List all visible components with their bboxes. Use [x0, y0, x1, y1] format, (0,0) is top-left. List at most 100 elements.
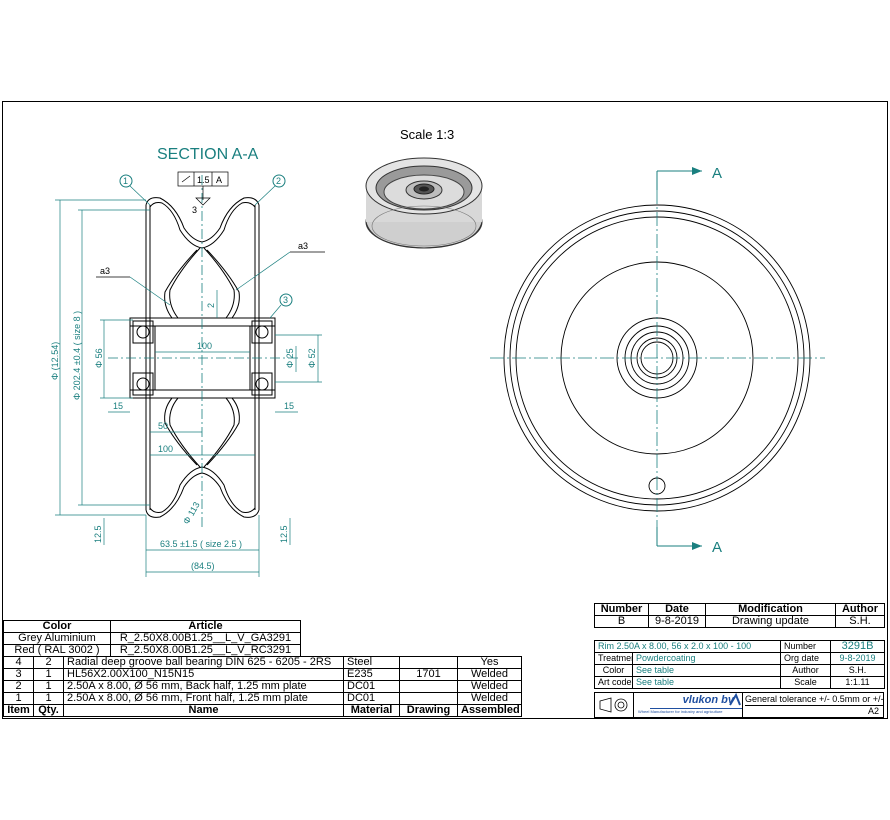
tb-color: See table: [632, 664, 781, 677]
balloon-3: 3: [283, 295, 288, 305]
tb-treatment-label: Treatment: [594, 652, 633, 665]
weld-label-3: 3: [192, 205, 197, 215]
article-cell: R_2.50X8.00B1.25__L_V_GA3291: [110, 632, 301, 645]
tb-number-label: Number: [780, 640, 831, 653]
tb-description: Rim 2.50A x 8.00, 56 x 2.0 x 100 - 100: [594, 640, 781, 653]
rev-header-number: Number: [594, 603, 649, 616]
bom-drawing: [399, 692, 458, 705]
table-row: Grey Aluminium R_2.50X8.00B1.25__L_V_GA3…: [3, 632, 301, 645]
color-table: Color Article Grey Aluminium R_2.50X8.00…: [3, 620, 301, 657]
tb-org-date-label: Org date: [780, 652, 831, 665]
table-row: 3 1 HL56X2.00X100_N15N15 E235 1701 Welde…: [3, 668, 522, 681]
bom-material: Steel: [343, 656, 400, 669]
tb-sheet-size: A2: [867, 706, 879, 716]
table-row: 1 1 2.50A x 8.00, Ø 56 mm, Front half, 1…: [3, 692, 522, 705]
dim-d6: Φ 52: [307, 348, 317, 368]
section-marker-bottom: A: [712, 539, 722, 556]
tb-author-label: Author: [780, 664, 831, 677]
dim-d2: Φ 202.4 ±0.4 ( size 8 ): [72, 311, 82, 400]
dim-d3: Φ 56: [94, 348, 104, 368]
front-centerlines: [490, 190, 825, 527]
bom-material: E235: [343, 668, 400, 681]
bom-header-row: Item Qty. Name Material Drawing Assemble…: [3, 704, 522, 717]
tolerance-value: 1.5: [197, 175, 210, 185]
rev-header-author: Author: [835, 603, 885, 616]
bom-header-item: Item: [3, 704, 34, 717]
bom-drawing: [399, 656, 458, 669]
bom-assembled: Yes: [457, 656, 522, 669]
tb-color-label: Color: [594, 664, 633, 677]
bom-header-name: Name: [63, 704, 344, 717]
dim-d7: 15: [113, 401, 123, 411]
bom-name: HL56X2.00X100_N15N15: [63, 668, 344, 681]
dim-d10: 100: [158, 444, 173, 454]
bom-drawing: 1701: [399, 668, 458, 681]
rev-header-modification: Modification: [705, 603, 836, 616]
section-marker-top: A: [712, 165, 722, 182]
bom-item: 1: [3, 692, 34, 705]
bom-drawing: [399, 680, 458, 693]
balloon-2: 2: [276, 176, 281, 186]
tolerance-frame: 1.5 A: [177, 171, 229, 206]
dim-d1: Φ (12.54): [50, 342, 60, 380]
bom-material: DC01: [343, 680, 400, 693]
rev-number: B: [594, 615, 649, 628]
rev-date: 9-8-2019: [648, 615, 706, 628]
bom-name: 2.50A x 8.00, Ø 56 mm, Front half, 1.25 …: [63, 692, 344, 705]
bom-qty: 1: [33, 692, 64, 705]
section-title: SECTION A-A: [157, 146, 259, 163]
tb-tolerance: General tolerance +/- 0.5mm or +/- 1°: [745, 694, 883, 706]
bom-name: Radial deep groove ball bearing DIN 625 …: [63, 656, 344, 669]
company-name: vlukon bv: [682, 694, 734, 706]
article-cell: R_2.50X8.00B1.25__L_V_RC3291: [110, 644, 301, 657]
section-view: [129, 197, 276, 518]
section-markers: A A: [656, 165, 722, 556]
weld-label-1: a3: [298, 241, 308, 251]
revision-table: Number Date Modification Author B 9-8-20…: [594, 603, 885, 628]
dim-d12: Φ 113: [181, 500, 202, 526]
company-tagline: Wheel Manufacturer for industry and agri…: [638, 709, 723, 714]
tb-art-code: See table: [632, 676, 781, 689]
article-header: Article: [110, 620, 301, 633]
rev-author: S.H.: [835, 615, 885, 628]
bom-name: 2.50A x 8.00, Ø 56 mm, Back half, 1.25 m…: [63, 680, 344, 693]
table-row: B 9-8-2019 Drawing update S.H.: [594, 615, 885, 628]
dim-d16: (84.5): [191, 561, 215, 571]
bom-material: DC01: [343, 692, 400, 705]
bom-table: 4 2 Radial deep groove ball bearing DIN …: [3, 656, 522, 717]
dim-d9: 50: [158, 421, 168, 431]
weld-label-2: a3: [100, 266, 110, 276]
dim-d11: 2: [206, 303, 216, 308]
tb-art-code-label: Art code: [594, 676, 633, 689]
tb-number: 3291B: [830, 640, 885, 653]
iso-view: [365, 157, 483, 249]
dim-d8: 15: [284, 401, 294, 411]
bom-item: 4: [3, 656, 34, 669]
table-row: Red ( RAL 3002 ) R_2.50X8.00B1.25__L_V_R…: [3, 644, 301, 657]
dim-d4: 100: [197, 341, 212, 351]
table-row: 2 1 2.50A x 8.00, Ø 56 mm, Back half, 1.…: [3, 680, 522, 693]
bom-header-qty: Qty.: [33, 704, 64, 717]
tb-scale-label: Scale: [780, 676, 831, 689]
bom-assembled: Welded: [457, 668, 522, 681]
tb-treatment: Powdercoating: [632, 652, 781, 665]
bom-assembled: Welded: [457, 692, 522, 705]
title-block-footer: vlukon bv Wheel Manufacturer for industr…: [594, 692, 884, 718]
bom-qty: 2: [33, 656, 64, 669]
table-row: 4 2 Radial deep groove ball bearing DIN …: [3, 656, 522, 669]
bom-header-assembled: Assembled: [457, 704, 522, 717]
scale-label: Scale 1:3: [400, 127, 454, 142]
bom-header-material: Material: [343, 704, 400, 717]
dim-d14: 12.5: [279, 525, 289, 543]
tb-scale: 1:1.11: [830, 676, 885, 689]
bom-item: 2: [3, 680, 34, 693]
projection-symbol: [595, 693, 634, 717]
logo-mark-icon: [729, 693, 741, 706]
bom-qty: 1: [33, 668, 64, 681]
bom-assembled: Welded: [457, 680, 522, 693]
rev-modification: Drawing update: [705, 615, 836, 628]
weld-symbols: a3 a3 3: [96, 205, 325, 306]
bom-qty: 1: [33, 680, 64, 693]
color-header: Color: [3, 620, 111, 633]
rev-header-date: Date: [648, 603, 706, 616]
